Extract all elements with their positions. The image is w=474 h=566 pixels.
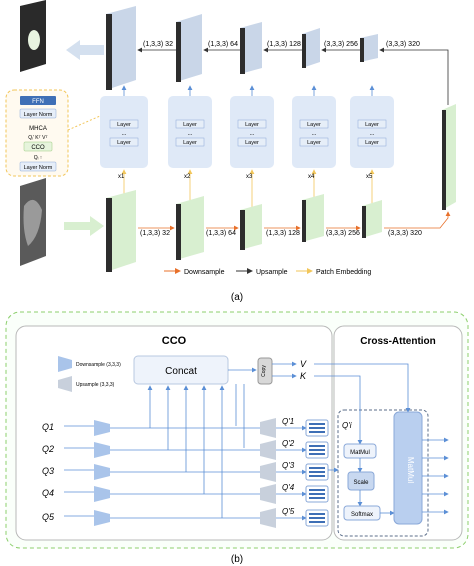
encoder-label-4: (3,3,3) 256 [326,230,360,237]
encoder-label-5: (3,3,3) 320 [388,230,422,237]
qi-label: Qᵢ ↑ [34,155,43,161]
output-image [20,0,46,72]
legend-b-downsample: Downsample (3,3,3) [76,362,121,368]
cco-title: CCO [162,335,187,347]
decoder-label-1: (1,3,3) 32 [143,41,173,48]
input-q1: Q1 [42,422,54,432]
scale-label: Scale [353,480,369,486]
encoder-arrows [138,211,451,231]
qi-label-b: Q'i [342,421,352,430]
layer-norm-label-2: Layer Norm [24,165,53,171]
input-q5: Q5 [42,512,55,522]
block-layer-label: Layer [117,122,131,128]
copy-label: Copy [261,365,267,377]
encoder-label-3: (1,3,3) 128 [266,230,300,237]
upsample-legend-icon [58,376,72,392]
legend-upsample: Upsample [256,269,288,276]
encoder-label-2: (1,3,3) 64 [206,230,236,237]
block-layer-label: Layer [183,122,197,128]
decoder-label-4: (3,3,3) 256 [324,41,358,48]
skip-connections [121,169,375,208]
output-q2: Q'2 [282,439,295,448]
legend-b-upsample: Upsample (3,3,3) [76,382,115,388]
transformer-blocks: Layer ... Layer Layer ... Layer Layer ..… [100,85,394,168]
input-image [20,178,46,266]
transformer-block-5: Layer ... Layer [350,85,394,168]
legend-downsample: Downsample [184,269,225,276]
skip-x1: x1 [118,174,125,180]
block-layer-label-2: Layer [245,140,259,146]
transformer-block-1: Layer ... Layer [100,85,148,168]
qkv-label: Qᵢ′ Kᵀ Vᵀ [28,135,48,141]
input-q2: Q2 [42,444,54,454]
panel-a: FFN Layer Norm MHCA Qᵢ′ Kᵀ Vᵀ CCO Qᵢ ↑ L… [5,0,456,303]
matmul-label: MatMul [350,450,370,456]
concat-label: Concat [165,366,197,377]
block-layer-label-2: Layer [183,140,197,146]
matmul-vertical-label: MatMul [406,457,415,483]
skip-x5: x5 [366,174,373,180]
decoder-label-5: (3,3,3) 320 [386,41,420,48]
v-label: V [300,359,307,369]
skip-x2: x2 [184,174,191,180]
transformer-detail: FFN Layer Norm MHCA Qᵢ′ Kᵀ Vᵀ CCO Qᵢ ↑ L… [5,89,69,177]
output-q4: Q'4 [282,483,295,492]
transformer-block-3: Layer ... Layer [230,85,274,168]
block-layer-label-2: Layer [117,140,131,146]
legend-patch-embedding: Patch Embedding [316,269,371,276]
block-dots-label: ... [311,131,316,137]
block-dots-label: ... [121,131,126,137]
panel-b-caption: (b) [231,554,243,565]
decoder-slabs [106,6,378,90]
cco-label: CCO [31,145,45,151]
copy-box [257,357,273,385]
block-layer-label-2: Layer [307,140,321,146]
panel-b: CCO Cross-Attention Downsample (3,3,3) U… [5,311,469,549]
cco-row-4 [64,484,307,504]
skip-x4: x4 [308,174,315,180]
cco-row-2 [64,440,307,460]
block-layer-label: Layer [245,122,259,128]
transformer-block-2: Layer ... Layer [168,85,212,168]
output-q5: Q'5 [282,507,295,516]
output-q3: Q'3 [282,461,295,470]
cco-row-1 [64,418,307,438]
block-dots-label: ... [249,131,254,137]
block-layer-label: Layer [365,122,379,128]
transformer-block-4: Layer ... Layer [292,85,336,168]
layer-norm-label: Layer Norm [24,112,53,118]
block-layer-label-2: Layer [365,140,379,146]
cross-attention-title: Cross-Attention [360,336,436,347]
encoder-slabs [106,190,382,272]
cco-row-3 [64,462,307,482]
downsample-legend-icon [58,356,72,372]
bottleneck-slab [442,104,456,210]
matmul-vertical-box [393,411,423,525]
panel-a-caption: (a) [231,292,243,303]
attention-internals [314,363,449,537]
cco-row-5 [64,508,307,528]
block-dots-label: ... [187,131,192,137]
input-q3: Q3 [42,466,54,476]
token-stacks [305,419,329,527]
input-q4: Q4 [42,488,54,498]
block-layer-label: Layer [307,122,321,128]
ffn-label: FFN [32,99,44,105]
input-arrow-icon [64,216,104,236]
softmax-label: Softmax [351,512,373,518]
k-label: K [300,371,307,381]
mhca-label: MHCA [29,126,47,132]
detail-connector [67,115,101,131]
encoder-label-1: (1,3,3) 32 [140,230,170,237]
skip-x3: x3 [246,174,253,180]
output-q1: Q'1 [282,417,294,426]
decoder-label-3: (1,3,3) 128 [267,41,301,48]
block-dots-label: ... [369,131,374,137]
cco-rows [64,384,307,528]
output-arrow-icon [66,40,104,60]
decoder-arrows [137,47,449,105]
decoder-label-2: (1,3,3) 64 [208,41,238,48]
